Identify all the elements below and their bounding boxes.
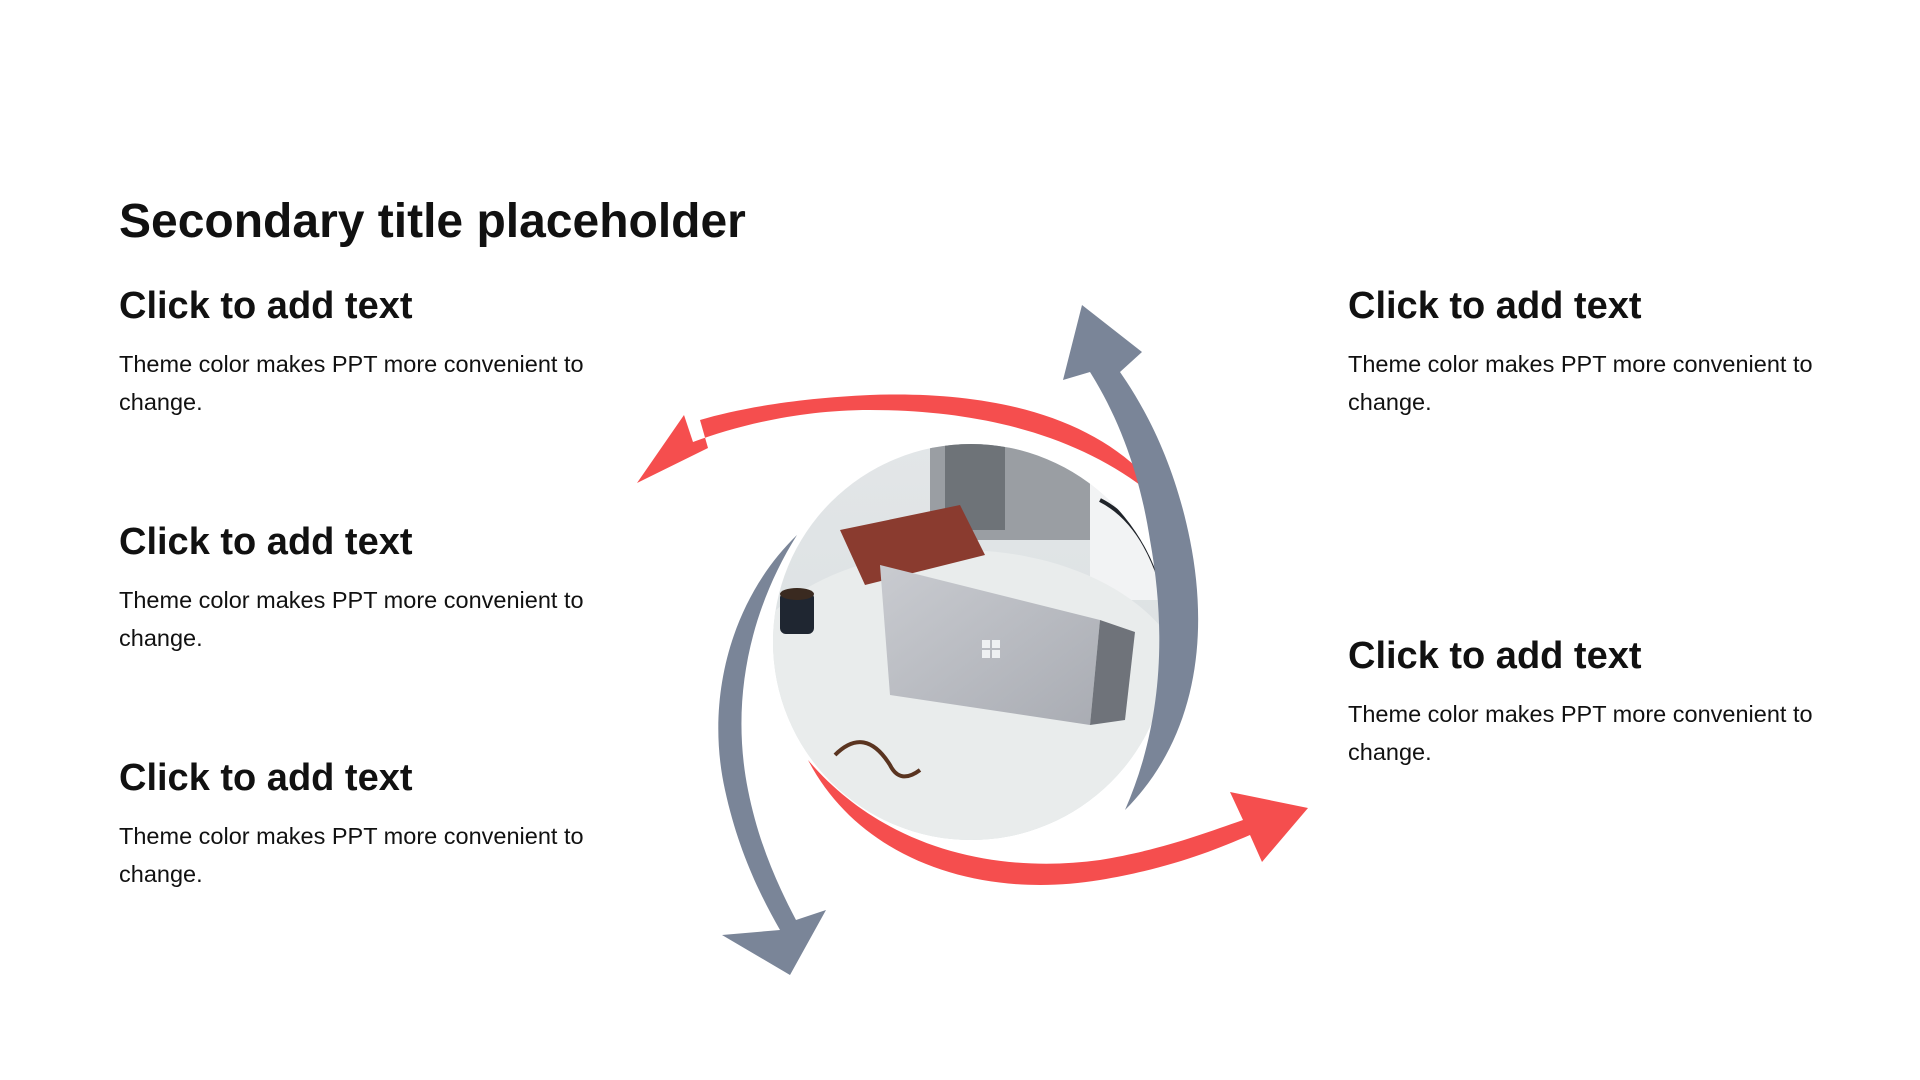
slate-arrow-left [718,535,826,975]
red-arrow-top [637,394,1175,515]
block-heading[interactable]: Click to add text [1348,635,1642,677]
block-heading[interactable]: Click to add text [119,285,413,327]
text-block-left-bottom[interactable]: Click to add text Theme color makes PPT … [119,757,599,893]
text-block-right-top[interactable]: Click to add text Theme color makes PPT … [1348,285,1828,421]
block-body[interactable]: Theme color makes PPT more convenient to… [119,350,584,415]
block-body[interactable]: Theme color makes PPT more convenient to… [1348,700,1813,765]
block-body[interactable]: Theme color makes PPT more convenient to… [119,586,584,651]
block-heading[interactable]: Click to add text [119,521,413,563]
text-block-right-bottom[interactable]: Click to add text Theme color makes PPT … [1348,635,1828,771]
block-heading[interactable]: Click to add text [119,757,413,799]
notebook [840,505,985,585]
slate-arrow-right [1063,305,1199,810]
slide-title[interactable]: Secondary title placeholder [119,195,746,248]
text-block-left-top[interactable]: Click to add text Theme color makes PPT … [119,285,599,421]
block-body[interactable]: Theme color makes PPT more convenient to… [1348,350,1813,415]
block-heading[interactable]: Click to add text [1348,285,1642,327]
red-arrow-bottom [808,760,1308,885]
text-block-left-middle[interactable]: Click to add text Theme color makes PPT … [119,521,599,657]
coffee-cup [780,592,814,634]
center-photo [773,444,1169,840]
block-body[interactable]: Theme color makes PPT more convenient to… [119,822,584,887]
